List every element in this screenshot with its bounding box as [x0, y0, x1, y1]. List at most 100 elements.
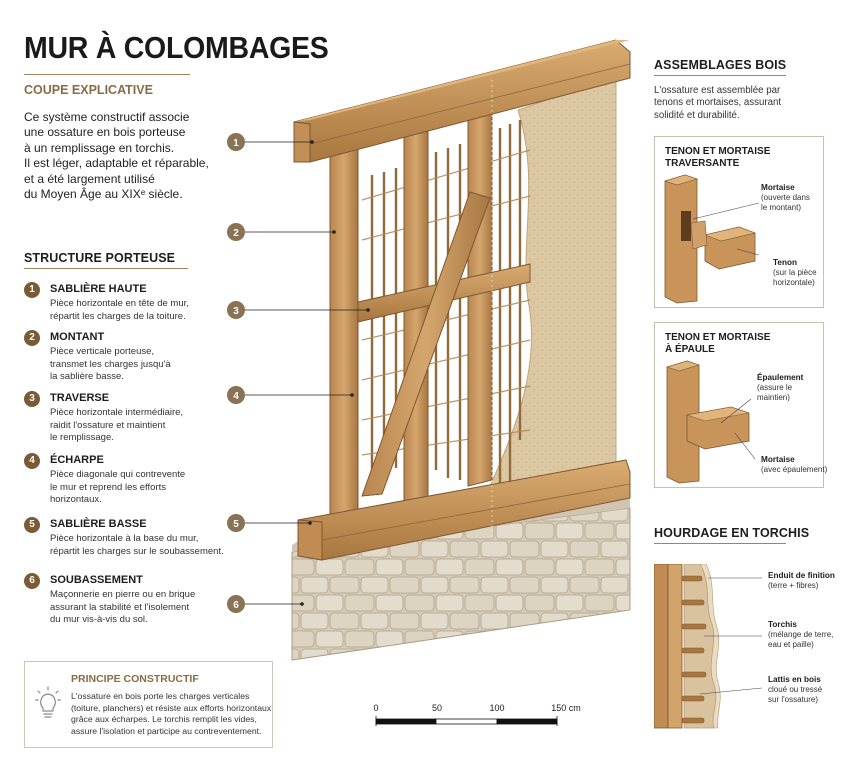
callout-6: 6	[227, 595, 304, 613]
callout-2: 2	[227, 223, 336, 241]
infill-rule	[654, 543, 786, 544]
diagram-callouts: 1 2 3 4	[227, 133, 370, 613]
item-number-badge: 2	[24, 330, 40, 346]
item-line: répartit les charges de la toiture.	[50, 310, 186, 322]
item-title: SABLIÈRE HAUTE	[50, 283, 147, 295]
through-tenon-drawing	[664, 174, 760, 304]
item-title: SABLIÈRE BASSE	[50, 518, 147, 530]
post-middle	[403, 125, 429, 505]
joint-box-title: TENON ET MORTAISE TRAVERSANTE	[665, 146, 770, 170]
lightbulb-icon	[35, 686, 61, 718]
intro-line: du Moyen Âge au XIXᵉ siècle.	[24, 187, 183, 202]
principle-text: L'ossature en bois porte les charges ver…	[71, 691, 271, 737]
tenon-label-line: (sur la pièce	[773, 268, 817, 277]
shoulder-label-line: (assure le	[757, 383, 793, 392]
item-line: raidit l'ossature et maintient	[50, 419, 166, 431]
daub-panel	[489, 75, 617, 487]
infill-layer-line: eau et paille)	[768, 640, 814, 649]
infill-section-drawing	[654, 564, 763, 729]
scale-tick-100: 100	[489, 703, 505, 713]
shoulder-mortise-label: Mortaise (avec épaulement)	[761, 455, 827, 475]
shoulder-tenon-drawing	[666, 360, 756, 484]
joint-box-shoulder-tenon: TENON ET MORTAISE À ÉPAULE Épaulement (a…	[654, 322, 827, 488]
item-number-badge: 1	[24, 282, 40, 298]
item-number-badge: 4	[24, 453, 40, 469]
item-number-badge: 3	[24, 391, 40, 407]
structure-heading: STRUCTURE PORTEUSE	[24, 251, 176, 265]
item-line: Pièce diagonale qui contrevente	[50, 469, 186, 480]
principle-line: grâce aux écharpes. Le torchis remplit l…	[71, 714, 257, 725]
joints-intro-line: solidité et durabilité.	[654, 109, 740, 121]
joints-intro: L'ossature est assemblée par tenons et m…	[654, 85, 781, 122]
infill-layer-line: cloué ou tressé	[768, 685, 823, 694]
item-title: SOUBASSEMENT	[50, 574, 143, 586]
intro-line: à un remplissage en torchis.	[24, 140, 175, 155]
principle-line: assure l'isolation et participe au contr…	[71, 725, 262, 736]
joint-box-title-line: TENON ET MORTAISE	[665, 146, 771, 157]
infill-layer-line: (terre + fibres)	[768, 581, 819, 590]
infill-layer-title: Lattis en bois	[768, 675, 821, 684]
joint-box-title-line: À ÉPAULE	[665, 344, 715, 355]
intro-line: Il est léger, adaptable et réparable,	[24, 156, 209, 171]
mortise-label: Mortaise (ouverte dans le montant)	[761, 183, 810, 213]
callout-1-label: 1	[233, 138, 239, 149]
item-description: Pièce horizontale en tête de mur, répart…	[50, 298, 189, 323]
joint-box-title-line: TRAVERSANTE	[665, 158, 740, 169]
callout-4: 4	[227, 386, 354, 404]
intro-line: une ossature en bois porteuse	[24, 125, 186, 140]
principle-title: PRINCIPE CONSTRUCTIF	[71, 673, 199, 685]
infill-layer-line: sur l'ossature)	[768, 695, 818, 704]
shoulder-mortise-title: Mortaise	[761, 455, 795, 464]
item-description: Pièce horizontale à la base du mur, répa…	[50, 533, 224, 558]
principle-line: (toiture, planchers) et résiste aux effo…	[71, 702, 272, 713]
shoulder-label: Épaulement (assure le maintien)	[757, 373, 803, 403]
infill-heading: HOURDAGE EN TORCHIS	[654, 526, 810, 540]
callout-3-label: 3	[233, 306, 239, 317]
tenon-label-title: Tenon	[773, 258, 797, 267]
infill-layer-title: Enduit de finition	[768, 571, 835, 580]
joints-heading: ASSEMBLAGES BOIS	[654, 58, 787, 72]
joints-intro-line: tenons et mortaises, assurant	[654, 97, 782, 109]
intro-line: Ce système constructif associe	[24, 110, 190, 124]
callout-6-label: 6	[233, 600, 239, 611]
scale-bar	[375, 716, 558, 726]
infill-layer-daub: Torchis (mélange de terre, eau et paille…	[768, 620, 833, 650]
infill-layer-title: Torchis	[768, 620, 797, 629]
item-number-badge: 6	[24, 573, 40, 589]
item-line: Pièce horizontale en tête de mur,	[50, 298, 189, 309]
post-right	[467, 109, 493, 487]
item-line: le mur et reprend les efforts	[50, 481, 166, 493]
joint-box-title: TENON ET MORTAISE À ÉPAULE	[665, 332, 770, 356]
item-line: répartit les charges sur le soubassement…	[50, 545, 224, 557]
item-description: Maçonnerie en pierre ou en brique assura…	[50, 589, 195, 627]
page-title: MUR À COLOMBAGES	[24, 30, 329, 65]
item-description: Pièce horizontale intermédiaire, raidit …	[50, 407, 183, 445]
item-line: Pièce horizontale à la base du mur,	[50, 533, 199, 544]
structure-rule	[24, 268, 188, 269]
scale-tick-0: 0	[373, 703, 379, 713]
post-left	[329, 142, 359, 528]
intro-line: et a été largement utilisé	[24, 171, 155, 186]
item-title: MONTANT	[50, 331, 105, 343]
item-line: Pièce horizontale intermédiaire,	[50, 407, 184, 418]
item-line: du mur vis-à-vis du sol.	[50, 614, 148, 626]
item-line: Pièce verticale porteuse,	[50, 346, 155, 357]
shoulder-label-line: maintien)	[757, 393, 790, 402]
callout-4-label: 4	[233, 391, 239, 402]
joint-box-through-tenon: TENON ET MORTAISE TRAVERSANTE Mortaise (…	[654, 136, 824, 308]
item-title: TRAVERSE	[50, 392, 110, 404]
item-description: Pièce diagonale qui contrevente le mur e…	[50, 469, 185, 507]
item-description: Pièce verticale porteuse, transmet les c…	[50, 346, 171, 384]
joints-intro-line: L'ossature est assemblée par	[654, 85, 781, 96]
callout-1: 1	[227, 133, 314, 151]
page-subtitle: COUPE EXPLICATIVE	[24, 83, 153, 97]
scale-tick-50: 50	[431, 703, 443, 713]
joint-box-title-line: TENON ET MORTAISE	[665, 332, 771, 343]
shoulder-mortise-line: (avec épaulement)	[761, 465, 828, 474]
item-line: la sablière basse.	[50, 371, 124, 383]
infill-layer-line: (mélange de terre,	[768, 630, 834, 639]
item-title: ÉCHARPE	[50, 454, 104, 466]
joints-rule	[654, 75, 786, 76]
